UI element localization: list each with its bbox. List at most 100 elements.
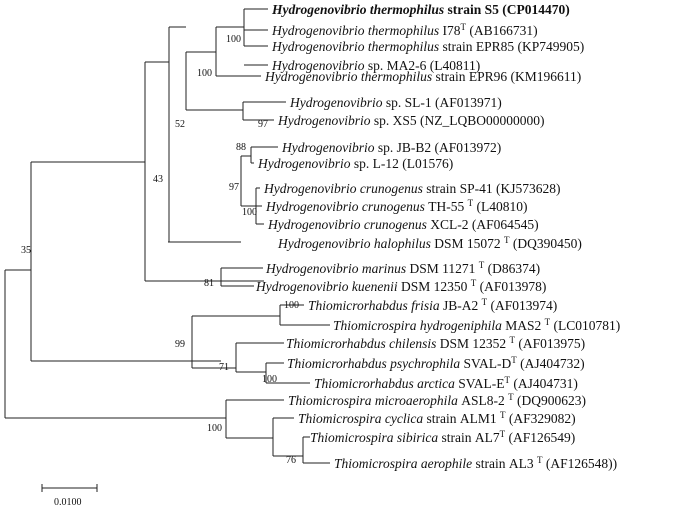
bootstrap-label: 35 <box>21 245 31 256</box>
leaf-label: Thiomicrorhabdus frisia JB-A2 T (AF01397… <box>308 297 557 313</box>
strain-accession: strain AL3 <box>472 456 537 471</box>
species-name: Hydrogenovibrio marinus <box>265 261 406 276</box>
type-strain-superscript: T <box>545 317 551 327</box>
bootstrap-label: 71 <box>219 362 229 373</box>
strain-accession: TH-55 <box>425 199 468 214</box>
bootstrap-label: 100 <box>262 374 277 385</box>
leaf-label: Hydrogenovibrio crunogenus strain SP-41 … <box>263 181 560 196</box>
leaf-label: Hydrogenovibrio thermophilus I78T (AB166… <box>271 22 538 38</box>
type-strain-superscript: T <box>508 392 514 402</box>
species-name: Hydrogenovibrio thermophilus <box>271 2 444 17</box>
bootstrap-label: 100 <box>226 34 241 45</box>
leaf-label: Hydrogenovibrio thermophilus strain EPR9… <box>264 69 581 84</box>
type-strain-superscript: T <box>505 375 511 385</box>
leaf-label: Hydrogenovibrio halophilus DSM 15072 T (… <box>277 235 582 251</box>
type-strain-superscript: T <box>537 455 543 465</box>
type-strain-superscript: T <box>500 429 506 439</box>
species-name: Hydrogenovibrio <box>277 113 371 128</box>
accession-number: (L40810) <box>473 199 527 214</box>
strain-accession: XCL-2 (AF064545) <box>427 217 539 232</box>
strain-accession: SVAL-E <box>455 376 505 391</box>
bootstrap-label: 81 <box>204 278 214 289</box>
type-strain-superscript: T <box>460 22 466 32</box>
strain-accession: sp. JB-B2 (AF013972) <box>374 140 501 155</box>
accession-number: (AF126548)) <box>543 456 618 471</box>
leaf-label: Hydrogenovibrio sp. XS5 (NZ_LQBO00000000… <box>277 113 544 128</box>
type-strain-superscript: T <box>500 410 506 420</box>
type-strain-superscript: T <box>482 297 488 307</box>
species-name: Thiomicrospira microaerophila <box>288 393 458 408</box>
strain-accession: ASL8-2 <box>458 393 508 408</box>
strain-accession: strain S5 (CP014470) <box>444 2 570 17</box>
bootstrap-label: 100 <box>284 300 299 311</box>
accession-number: (AB166731) <box>466 23 538 38</box>
strain-accession: sp. XS5 (NZ_LQBO00000000) <box>370 113 544 128</box>
tree-branches <box>4 8 330 464</box>
bootstrap-label: 100 <box>207 423 222 434</box>
leaf-label: Thiomicrorhabdus chilensis DSM 12352 T (… <box>286 335 585 351</box>
species-name: Hydrogenovibrio <box>289 95 383 110</box>
accession-number: (AJ404732) <box>517 356 585 371</box>
species-name: Hydrogenovibrio crunogenus <box>263 181 423 196</box>
leaf-label: Hydrogenovibrio thermophilus strain S5 (… <box>271 2 570 17</box>
leaf-label: Hydrogenovibrio marinus DSM 11271 T (D86… <box>265 260 540 276</box>
strain-accession: DSM 15072 <box>431 236 504 251</box>
accession-number: (AF013975) <box>515 336 585 351</box>
accession-number: (DQ900623) <box>514 393 586 408</box>
species-name: Thiomicrospira hydrogeniphila <box>333 318 502 333</box>
species-name: Thiomicrospira cyclica <box>298 411 423 426</box>
strain-accession: DSM 12350 <box>398 279 471 294</box>
leaf-label: Thiomicrorhabdus arctica SVAL-ET (AJ4047… <box>314 375 578 391</box>
bootstrap-label: 88 <box>236 142 246 153</box>
accession-number: (DQ390450) <box>510 236 582 251</box>
accession-number: (LC010781) <box>550 318 620 333</box>
type-strain-superscript: T <box>504 235 510 245</box>
accession-number: (AF013974) <box>487 298 557 313</box>
leaf-label: Hydrogenovibrio crunogenus XCL-2 (AF0645… <box>267 217 539 232</box>
leaf-label: Hydrogenovibrio thermophilus strain EPR8… <box>271 39 584 54</box>
species-name: Thiomicrospira sibirica <box>310 430 438 445</box>
strain-accession: sp. L-12 (L01576) <box>350 156 453 171</box>
scale-bar-label: 0.0100 <box>54 497 82 508</box>
accession-number: (AJ404731) <box>510 376 578 391</box>
species-name: Hydrogenovibrio <box>257 156 351 171</box>
strain-accession: strain ALM1 <box>423 411 500 426</box>
leaf-label: Hydrogenovibrio sp. SL-1 (AF013971) <box>289 95 502 110</box>
species-name: Thiomicrorhabdus frisia <box>308 298 440 313</box>
bootstrap-label: 76 <box>286 455 296 466</box>
species-name: Thiomicrospira aerophile <box>334 456 472 471</box>
species-name: Hydrogenovibrio crunogenus <box>267 217 427 232</box>
strain-accession: DSM 11271 <box>406 261 479 276</box>
leaf-label: Thiomicrospira microaerophila ASL8-2 T (… <box>288 392 586 408</box>
species-name: Hydrogenovibrio thermophilus <box>271 39 439 54</box>
bootstrap-label: 52 <box>175 119 185 130</box>
species-name: Hydrogenovibrio <box>281 140 375 155</box>
leaf-label: Thiomicrorhabdus psychrophila SVAL-DT (A… <box>287 355 585 371</box>
bootstrap-values: 100 100 97 52 88 97 100 43 35 81 100 99 … <box>21 34 299 466</box>
species-name: Hydrogenovibrio crunogenus <box>265 199 425 214</box>
leaf-label: Hydrogenovibrio crunogenus TH-55 T (L408… <box>265 198 527 214</box>
leaf-label: Hydrogenovibrio sp. L-12 (L01576) <box>257 156 453 171</box>
bootstrap-label: 97 <box>229 182 239 193</box>
bootstrap-label: 100 <box>197 68 212 79</box>
type-strain-superscript: T <box>468 198 474 208</box>
strain-accession: sp. MA2-6 (L40811) <box>364 58 480 73</box>
leaf-label: Thiomicrospira cyclica strain ALM1 T (AF… <box>298 410 576 426</box>
accession-number: (AF013978) <box>476 279 546 294</box>
leaf-label: Thiomicrospira aerophile strain AL3 T (A… <box>334 455 617 471</box>
species-name: Hydrogenovibrio halophilus <box>277 236 431 251</box>
bootstrap-label: 43 <box>153 174 163 185</box>
type-strain-superscript: T <box>479 260 485 270</box>
bootstrap-label: 99 <box>175 339 185 350</box>
accession-number: (D86374) <box>484 261 540 276</box>
leaf-label: Hydrogenovibrio sp. JB-B2 (AF013972) <box>281 140 501 155</box>
species-name: Hydrogenovibrio thermophilus <box>271 23 439 38</box>
strain-accession: I78 <box>439 23 461 38</box>
leaf-label: Hydrogenovibrio kuenenii DSM 12350 T (AF… <box>255 278 546 294</box>
accession-number: (AF329082) <box>505 411 575 426</box>
strain-accession: strain SP-41 (KJ573628) <box>423 181 561 196</box>
strain-accession: sp. SL-1 (AF013971) <box>382 95 501 110</box>
species-name: Thiomicrorhabdus psychrophila <box>287 356 460 371</box>
scale-bar: 0.0100 <box>41 484 98 508</box>
